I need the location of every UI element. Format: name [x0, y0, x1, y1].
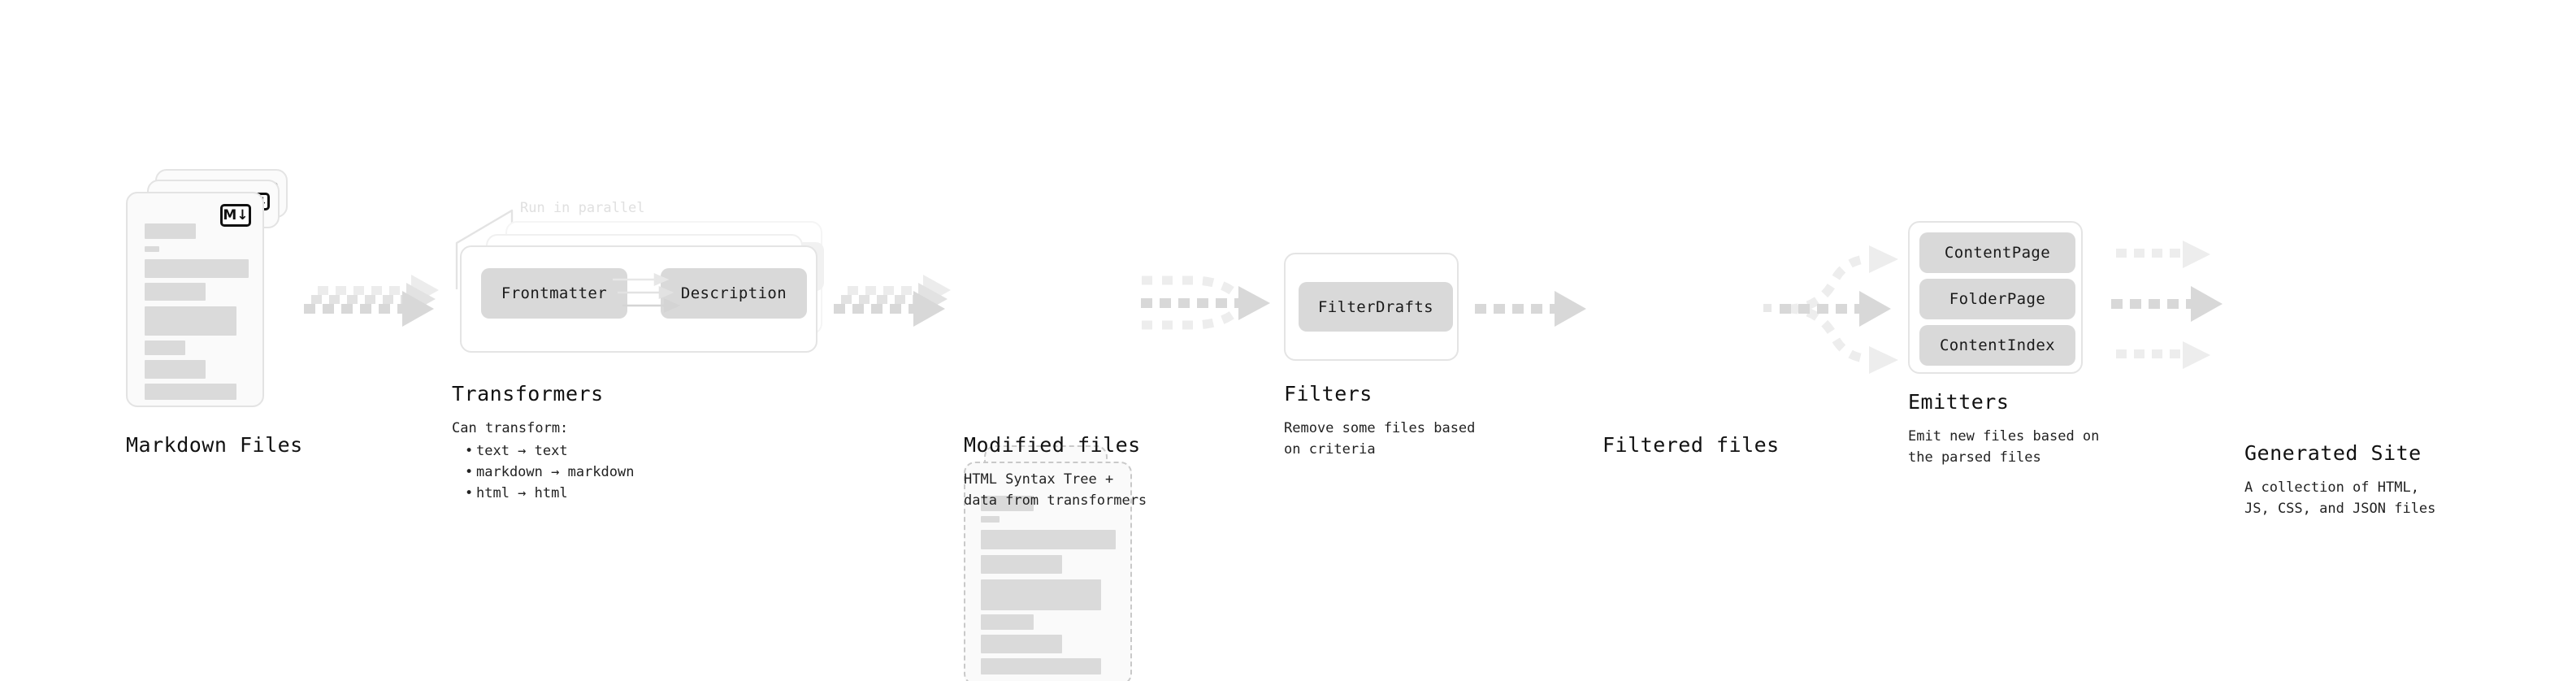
stage-subtitle-filters: Remove some files based on criteria — [1284, 420, 1476, 458]
stage-title-markdown-files: Markdown Files — [126, 433, 303, 457]
stage-subtitle-generated-site: A collection of HTML, JS, CSS, and JSON … — [2244, 479, 2436, 517]
content-bar — [981, 614, 1034, 630]
content-bar — [981, 530, 1116, 549]
stage-subtitle-emitters: Emit new files based on the parsed files — [1908, 428, 2100, 466]
stage-subtitle-modified-files: HTML Syntax Tree + data from transformer… — [964, 471, 1147, 509]
filters-group: FilterDrafts — [1284, 253, 1459, 361]
content-bar — [145, 306, 236, 336]
content-bar — [145, 360, 206, 379]
content-bar — [145, 340, 185, 355]
content-bar — [981, 496, 1034, 511]
stage-modified-files — [964, 445, 1138, 681]
stage-filters: FilterDrafts — [1284, 253, 1463, 362]
file-sheet-front — [964, 462, 1132, 681]
transformer-chip-description[interactable]: Description — [661, 268, 807, 319]
content-bar — [145, 223, 196, 239]
transformer-group: Frontmatter Description — [460, 245, 817, 353]
transformers-bullet: html → html — [463, 484, 634, 505]
stage-transformers: Run in parallel Frontmatter Description — [452, 198, 826, 361]
transformer-chip-frontmatter[interactable]: Frontmatter — [481, 268, 627, 319]
content-bar — [981, 579, 1101, 610]
file-content — [965, 463, 1130, 681]
content-bar — [981, 555, 1062, 574]
content-bar — [981, 658, 1101, 674]
stage-title-filtered-files: Filtered files — [1602, 433, 1780, 457]
transformers-bullet: markdown → markdown — [463, 462, 634, 484]
stage-emitters: ContentPage FolderPage ContentIndex — [1908, 221, 2095, 375]
run-in-parallel-label: Run in parallel — [520, 200, 645, 216]
stage-markdown-files: M↓ M↓ M↓ — [126, 169, 301, 429]
stage-title-generated-site: Generated Site — [2244, 441, 2422, 465]
emitter-chip-contentindex[interactable]: ContentIndex — [1919, 325, 2075, 366]
file-sheet-front: M↓ — [126, 192, 264, 407]
content-bar — [145, 259, 249, 278]
file-content — [128, 193, 262, 406]
stage-title-transformers: Transformers — [452, 382, 604, 406]
content-bar — [145, 283, 206, 301]
emitters-group: ContentPage FolderPage ContentIndex — [1908, 221, 2083, 374]
emitter-chip-contentpage[interactable]: ContentPage — [1919, 232, 2075, 273]
content-bar — [981, 516, 1000, 523]
stage-title-filters: Filters — [1284, 382, 1373, 406]
content-bar — [145, 246, 159, 252]
stage-subtitle-transformers: Can transform: — [452, 420, 569, 436]
emitter-chip-folderpage[interactable]: FolderPage — [1919, 279, 2075, 319]
stage-title-emitters: Emitters — [1908, 390, 2010, 414]
content-bar — [145, 384, 236, 400]
transformers-bullet: text → text — [463, 441, 634, 462]
transformers-bullet-list: text → text markdown → markdown html → h… — [463, 441, 634, 504]
markdown-badge: M↓ — [220, 204, 251, 227]
stage-title-modified-files: Modified files — [964, 433, 1141, 457]
filter-chip-filterdrafts[interactable]: FilterDrafts — [1299, 282, 1453, 332]
content-bar — [981, 635, 1062, 653]
